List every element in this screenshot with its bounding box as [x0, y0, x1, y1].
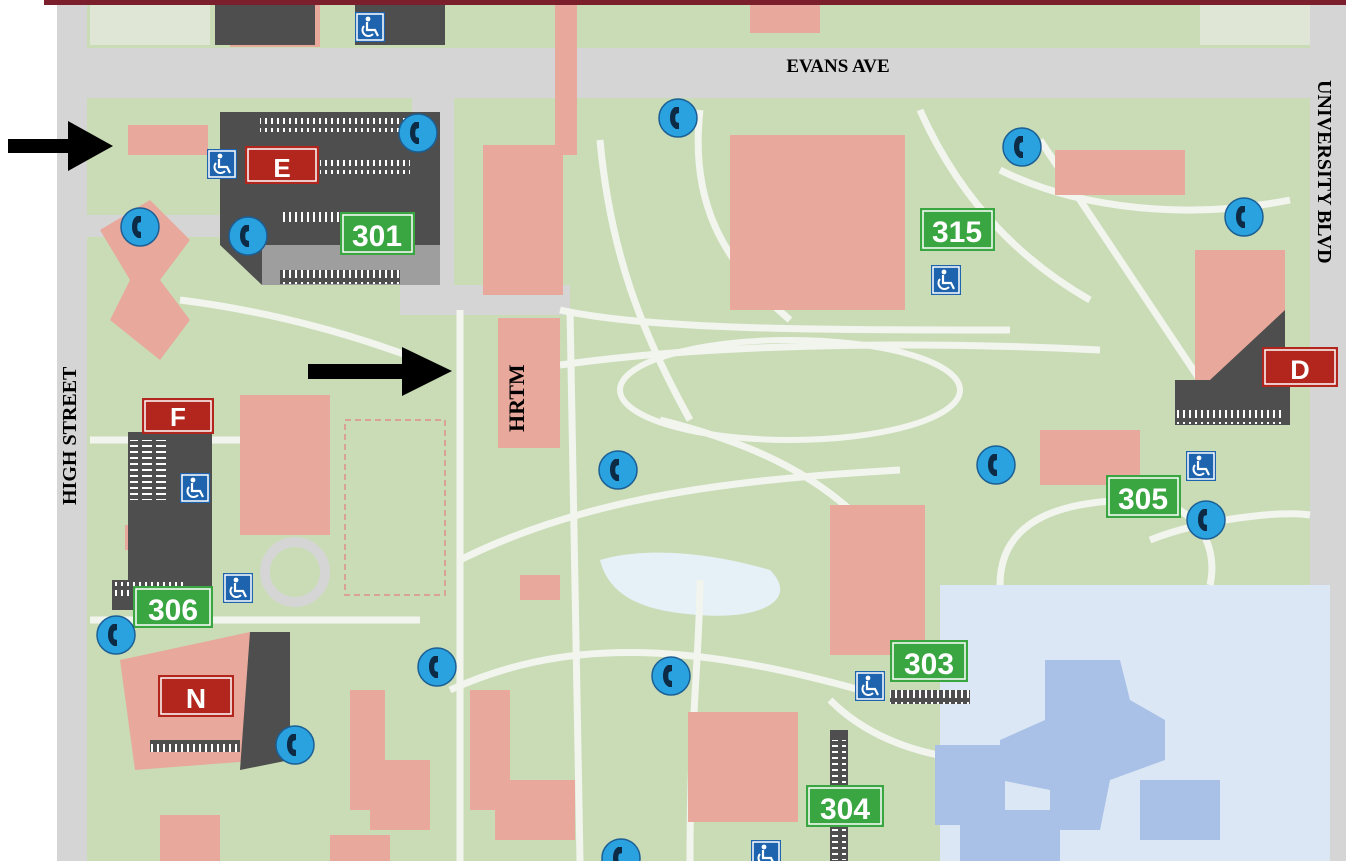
- lot-n-label: N: [186, 683, 206, 714]
- lot-304-sign[interactable]: 304: [806, 785, 884, 827]
- street-label-high-street: HIGH STREET: [59, 366, 81, 505]
- accessible-parking-icon: [1184, 449, 1218, 483]
- lot-306-label: 306: [148, 594, 198, 627]
- buildings: [90, 5, 1310, 861]
- lot-f-sign[interactable]: F: [142, 398, 214, 434]
- accessible-parking-icon: [853, 669, 887, 703]
- lot-315-sign[interactable]: 315: [920, 208, 995, 251]
- emergency-phone-icon: [1002, 127, 1042, 167]
- emergency-phone-icon: [96, 615, 136, 655]
- pointer-arrow-icon: [8, 121, 113, 171]
- lot-303-label: 303: [904, 648, 954, 681]
- lot-315-label: 315: [932, 216, 982, 249]
- emergency-phone-icon: [417, 647, 457, 687]
- accessible-parking-icon: [205, 147, 239, 181]
- lot-303-sign[interactable]: 303: [890, 640, 968, 682]
- lot-n-sign[interactable]: N: [158, 675, 234, 717]
- lot-301-sign[interactable]: 301: [340, 212, 415, 255]
- street-label-evans-ave: EVANS AVE: [786, 56, 889, 77]
- lot-d-label: D: [1290, 355, 1310, 385]
- emergency-phone-icon: [976, 445, 1016, 485]
- lot-301-label: 301: [352, 220, 402, 253]
- lot-304-label: 304: [820, 793, 870, 826]
- lot-305-label: 305: [1118, 483, 1168, 516]
- emergency-phone-icon: [1186, 500, 1226, 540]
- lot-d-sign[interactable]: D: [1262, 347, 1338, 387]
- street-label-university-blvd: UNIVERSITY BLVD: [1313, 80, 1335, 264]
- pointer-arrow-icon: [308, 347, 452, 396]
- emergency-phone-icon: [275, 725, 315, 765]
- accessible-parking-icon: [353, 10, 387, 44]
- emergency-phone-icon: [120, 207, 160, 247]
- emergency-phone-icon: [651, 656, 691, 696]
- lot-306-sign[interactable]: 306: [133, 586, 213, 628]
- lot-305-sign[interactable]: 305: [1106, 475, 1181, 518]
- emergency-phone-icon: [658, 98, 698, 138]
- building-label-hrtm: HRTM: [504, 364, 529, 432]
- pathways: [90, 108, 1311, 861]
- accessible-parking-icon: [221, 571, 255, 605]
- emergency-phone-icon: [228, 216, 268, 256]
- lot-e-sign[interactable]: E: [245, 146, 319, 184]
- accessible-parking-icon: [178, 471, 212, 505]
- blue-buildings: [935, 660, 1220, 861]
- lot-e-label: E: [273, 153, 290, 183]
- emergency-phone-icon: [598, 450, 638, 490]
- lot-f-label: F: [170, 402, 186, 432]
- emergency-phone-icon: [1224, 197, 1264, 237]
- accessible-parking-icon: [749, 838, 783, 861]
- accessible-parking-icon: [929, 263, 963, 297]
- emergency-phone-icon: [398, 113, 438, 153]
